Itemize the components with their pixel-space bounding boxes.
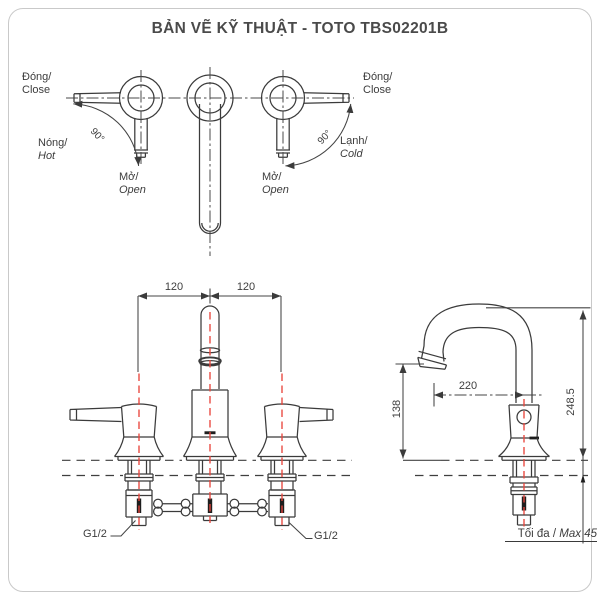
close-left-label: Đóng/ Close: [22, 71, 52, 96]
page-title: BẢN VẼ KỸ THUẬT - TOTO TBS02201B: [151, 20, 449, 37]
dim-120-left: 120: [164, 281, 184, 293]
page-border: [8, 8, 592, 592]
open-left-label: Mở/ Open: [119, 171, 146, 196]
side-view-drawing: [395, 303, 591, 544]
hot-label: Nóng/ Hot: [38, 137, 68, 162]
dim-248-5: 248.5: [565, 388, 577, 416]
close-right-label: Đóng/ Close: [363, 71, 393, 96]
front-view-drawing: [62, 288, 352, 540]
top-view-drawing: [66, 67, 354, 256]
thread-right-label: G1/2: [314, 530, 338, 542]
open-right-label: Mở/ Open: [262, 171, 289, 196]
dim-220: 220: [458, 380, 478, 392]
cold-label: Lạnh/ Cold: [340, 135, 368, 160]
thread-left-label: G1/2: [83, 528, 107, 540]
max-thickness-label: Tối đa / Max 45: [505, 528, 597, 542]
dim-120-right: 120: [236, 281, 256, 293]
dim-138: 138: [391, 399, 403, 419]
